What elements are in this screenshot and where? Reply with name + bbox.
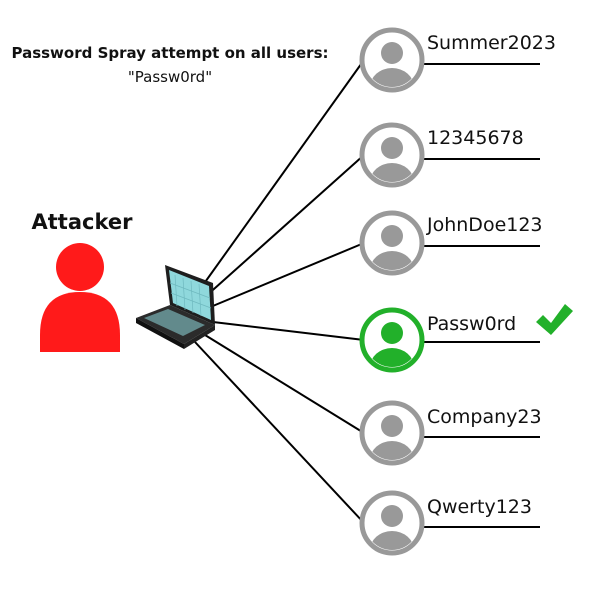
- diagram-title: Password Spray attempt on all users:: [11, 44, 329, 62]
- user-icon: [359, 490, 425, 556]
- checkmark-icon: [536, 304, 573, 335]
- sprayed-password: "Passw0rd": [127, 68, 213, 86]
- connector-lines: [194, 59, 540, 528]
- user-label-qwerty123: Qwerty123: [427, 496, 532, 518]
- user-icon: [359, 400, 425, 466]
- user-label-johndoe123: JohnDoe123: [427, 214, 543, 236]
- user-icon: [359, 27, 425, 93]
- laptop-icon: [136, 265, 215, 349]
- connector-line: [204, 334, 365, 434]
- attacker-icon: [40, 243, 120, 352]
- user-nodes: [359, 27, 425, 556]
- connector-line: [202, 59, 365, 286]
- user-icon: [359, 210, 425, 276]
- user-label-summer2023: Summer2023: [427, 32, 556, 54]
- connector-line: [212, 321, 365, 341]
- user-label-company23: Company23: [427, 406, 542, 428]
- user-icon: [359, 307, 425, 373]
- connector-line: [207, 242, 365, 309]
- user-label-passw0rd: Passw0rd: [427, 313, 517, 335]
- attacker-label: Attacker: [31, 210, 133, 234]
- user-label-12345678: 12345678: [427, 127, 524, 149]
- connector-line: [194, 341, 365, 524]
- connector-line: [204, 154, 365, 298]
- user-icon: [359, 122, 425, 188]
